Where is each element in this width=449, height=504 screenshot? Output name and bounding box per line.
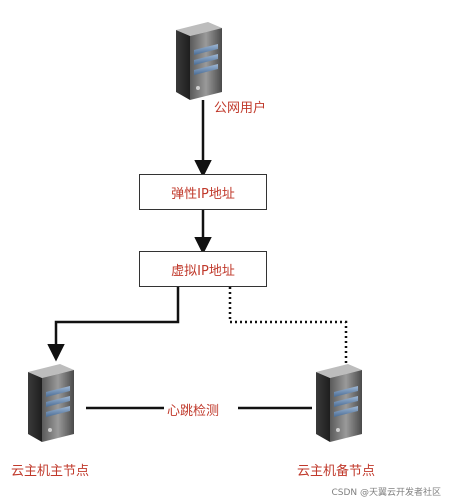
primary-node-label: 云主机主节点 bbox=[11, 464, 90, 479]
dotted-virtual-ip-to-backup bbox=[228, 287, 348, 364]
virtual-ip-box: 虚拟IP地址 bbox=[139, 251, 267, 287]
public-user-label: 公网用户 bbox=[214, 101, 267, 116]
backup-node-server-icon bbox=[316, 364, 362, 442]
backup-node-label: 云主机备节点 bbox=[297, 464, 376, 479]
primary-node-server-icon bbox=[28, 364, 74, 442]
arrow-virtual-ip-to-primary bbox=[47, 287, 180, 362]
heartbeat-label: 心跳检测 bbox=[167, 404, 220, 419]
public-user-server-icon bbox=[176, 22, 222, 100]
elastic-ip-box: 弹性IP地址 bbox=[139, 174, 267, 210]
watermark: CSDN @天翼云开发者社区 bbox=[331, 488, 441, 498]
